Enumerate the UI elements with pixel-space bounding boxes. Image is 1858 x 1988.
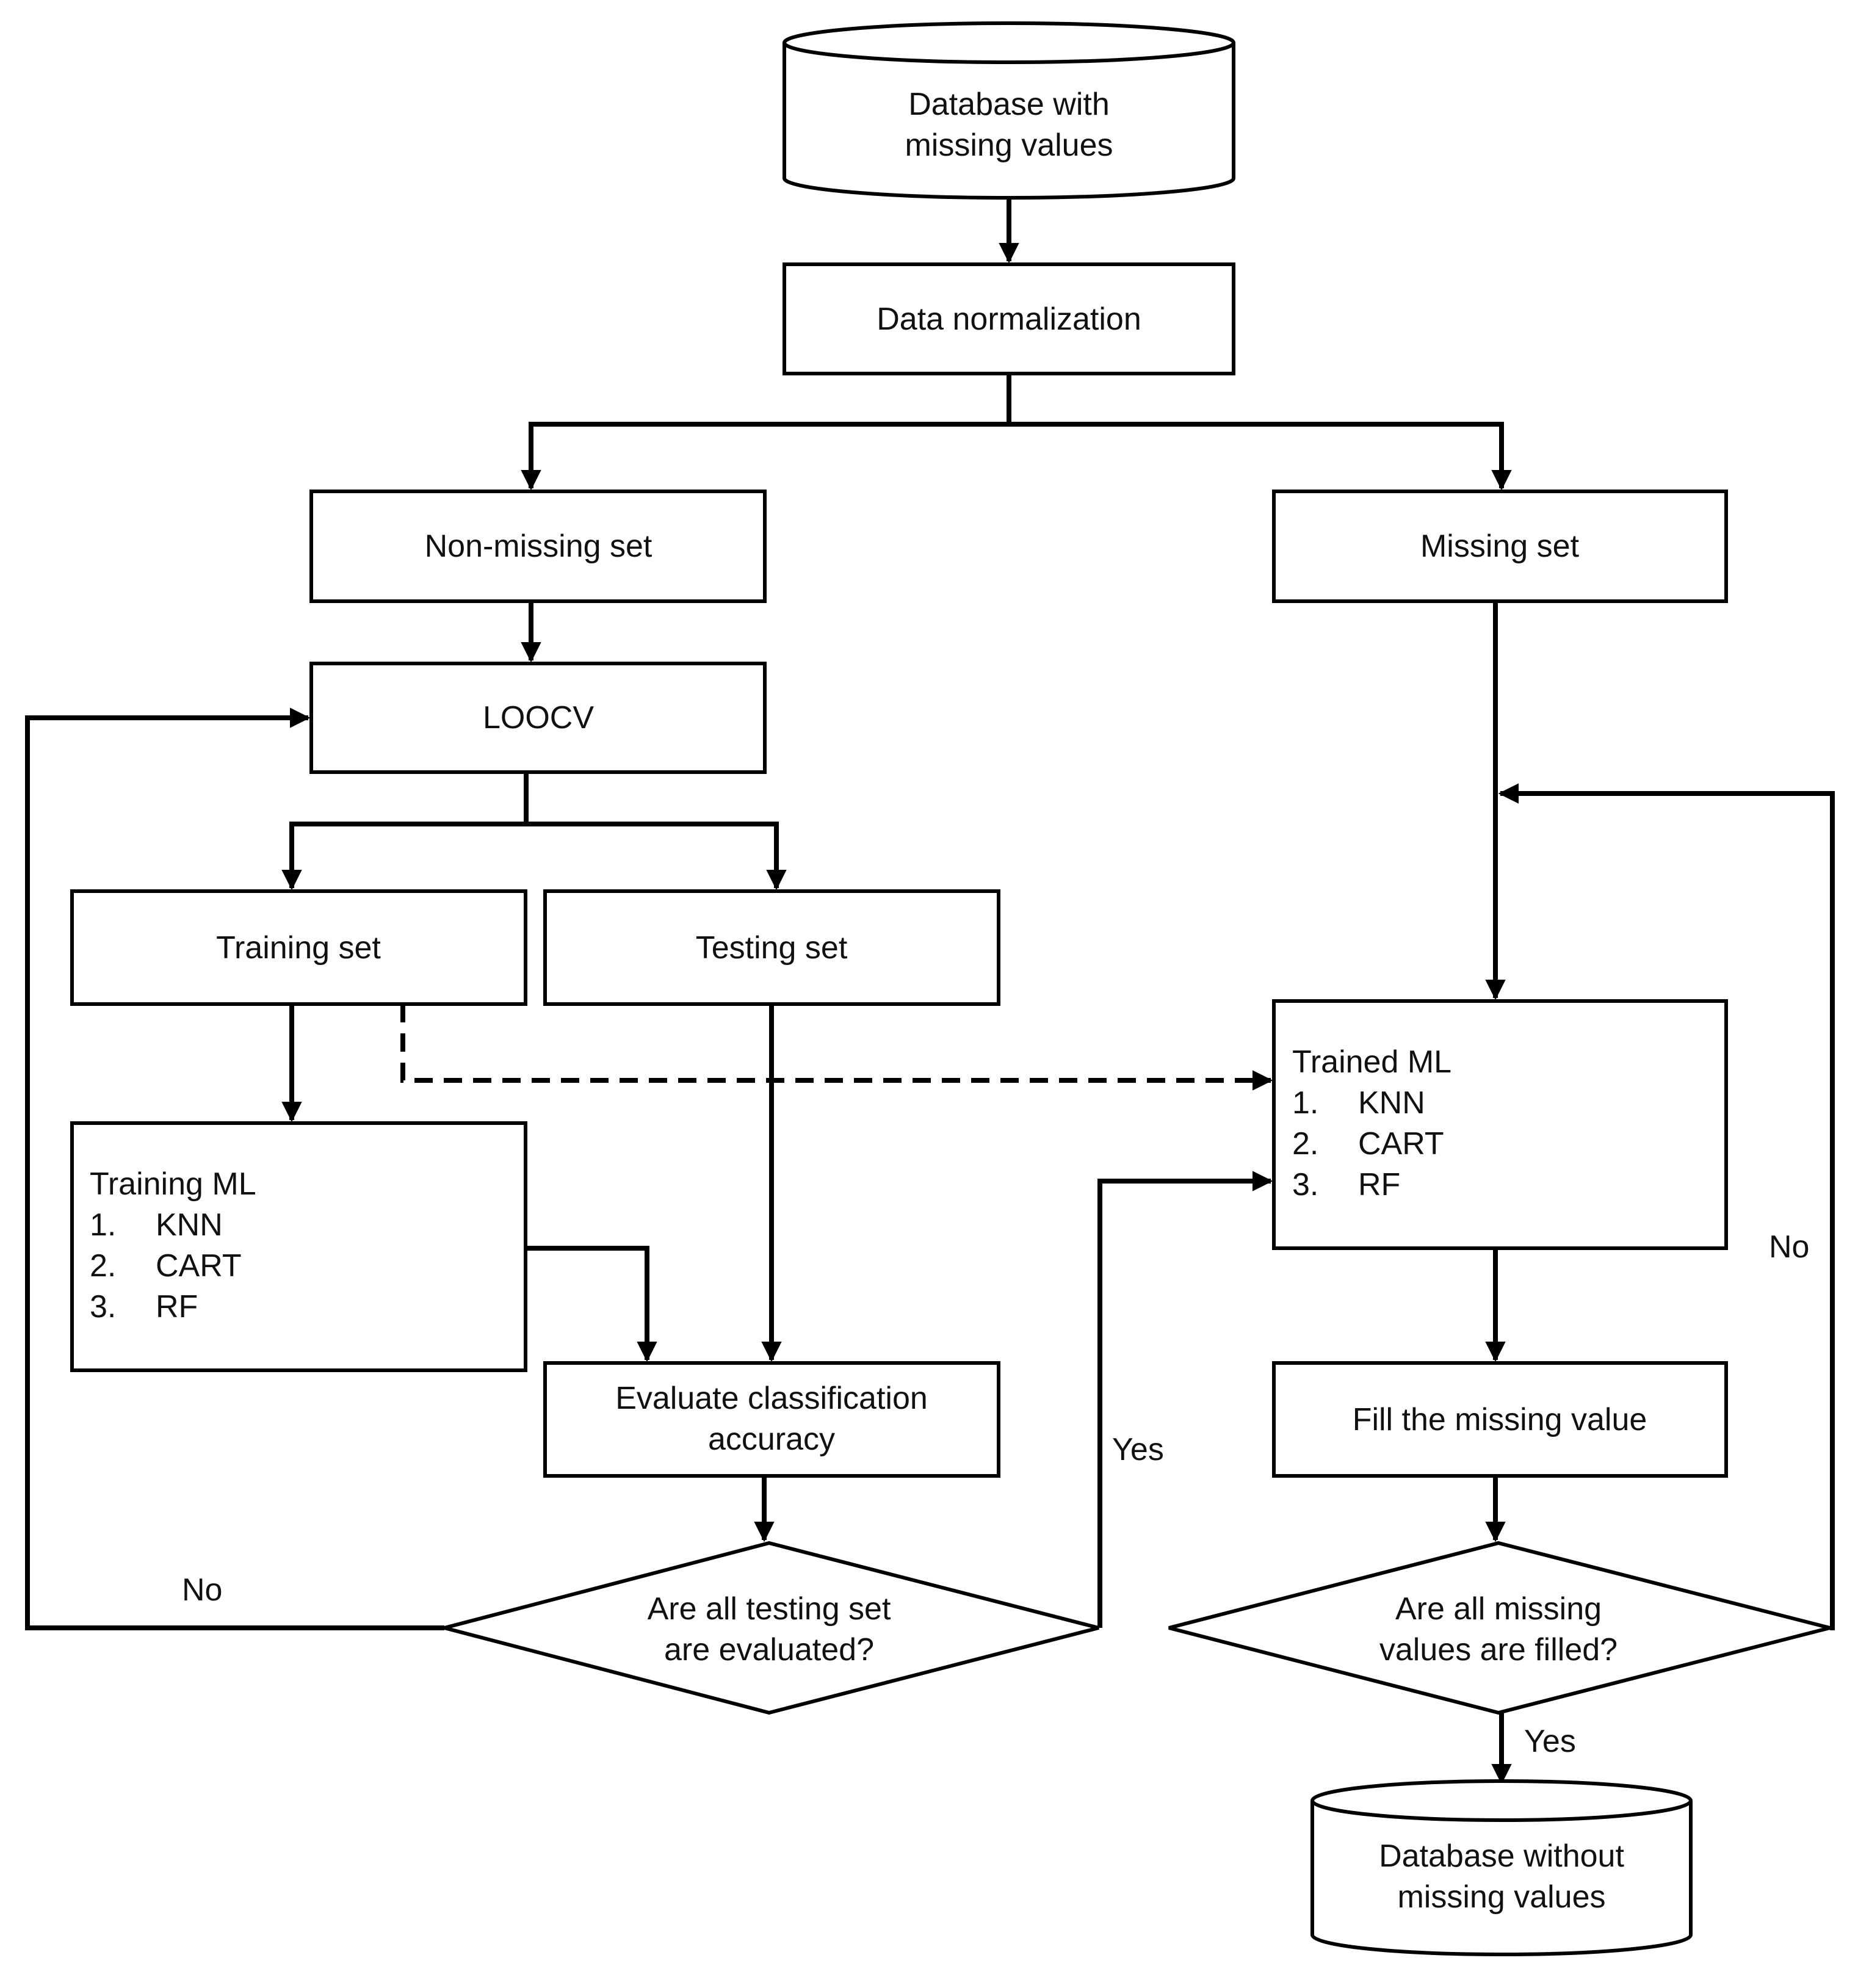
node-testing-set: Testing set — [543, 889, 1000, 1006]
edge-loocv-to-training-set — [281, 772, 529, 891]
node-decision-test: Are all testing set are evaluated? — [437, 1541, 1099, 1715]
node-fill: Fill the missing value — [1272, 1361, 1728, 1478]
edge-training-set-to-trained-ml-dashed — [400, 1004, 1273, 1091]
node-normalize: Data normalization — [783, 262, 1235, 375]
node-db-in: Database with missing values — [783, 21, 1235, 200]
decision-test-line-2: are evaluated? — [664, 1632, 874, 1668]
trained-ml-item-2-num: 2. — [1292, 1126, 1318, 1162]
training-ml-item-3-text: RF — [156, 1289, 198, 1325]
edge-label-fill-yes: Yes — [1524, 1724, 1576, 1759]
evaluate-line-1: Evaluate classification — [615, 1381, 928, 1416]
decision-fill-line-1: Are all missing — [1395, 1591, 1602, 1627]
db-out-line-1: Database without — [1379, 1838, 1624, 1874]
edge-label-test-no: No — [182, 1572, 222, 1608]
decision-test-line-1: Are all testing set — [648, 1591, 891, 1627]
evaluate-line-2: accuracy — [708, 1422, 835, 1457]
trained-ml-item-1-text: KNN — [1358, 1085, 1425, 1121]
node-training-ml: Training ML 1. KNN 2. CART 3. RF — [70, 1121, 527, 1372]
training-ml-item-2-num: 2. — [90, 1248, 116, 1284]
node-trained-ml: Trained ML 1. KNN 2. CART 3. RF — [1272, 999, 1728, 1250]
node-evaluate: Evaluate classification accuracy — [543, 1361, 1000, 1478]
missing-label: Missing set — [1420, 529, 1580, 564]
db-in-line-2: missing values — [905, 128, 1113, 163]
edge-normalize-to-missing — [1009, 422, 1512, 491]
edge-label-test-yes: Yes — [1112, 1432, 1164, 1467]
edge-normalize-to-non-missing — [521, 374, 1011, 491]
training-set-label: Training set — [216, 930, 381, 966]
db-in-line-1: Database with — [908, 87, 1110, 122]
db-out-line-2: missing values — [1397, 1879, 1605, 1915]
testing-set-label: Testing set — [696, 930, 848, 966]
trained-ml-title: Trained ML — [1292, 1044, 1451, 1080]
training-ml-item-2-text: CART — [156, 1248, 242, 1284]
training-ml-item-3-num: 3. — [90, 1289, 116, 1325]
edge-labels: No Yes No Yes — [182, 1229, 1809, 1759]
edge-decision-test-yes-to-trained-ml — [1097, 1171, 1273, 1628]
non-missing-label: Non-missing set — [425, 529, 652, 564]
trained-ml-item-3-text: RF — [1358, 1167, 1400, 1202]
trained-ml-item-3-num: 3. — [1292, 1167, 1318, 1202]
training-ml-title: Training ML — [90, 1166, 256, 1202]
edge-decision-test-no-to-loocv — [25, 707, 444, 1630]
node-db-out: Database without missing values — [1310, 1779, 1693, 1956]
edge-decision-fill-no-loop — [1498, 783, 1835, 1630]
edge-loocv-to-testing-set — [526, 822, 787, 891]
edge-label-fill-no: No — [1769, 1229, 1809, 1265]
node-loocv: LOOCV — [309, 662, 767, 774]
fill-label: Fill the missing value — [1353, 1402, 1647, 1437]
normalize-label: Data normalization — [877, 302, 1141, 337]
node-missing: Missing set — [1272, 490, 1728, 603]
node-training-set: Training set — [70, 889, 527, 1006]
trained-ml-item-1-num: 1. — [1292, 1085, 1318, 1121]
loocv-label: LOOCV — [483, 700, 594, 736]
edges — [25, 197, 1835, 1785]
node-non-missing: Non-missing set — [309, 490, 767, 603]
training-ml-item-1-text: KNN — [156, 1207, 223, 1243]
training-ml-item-1-num: 1. — [90, 1207, 116, 1243]
node-decision-fill: Are all missing values are filled? — [1168, 1541, 1831, 1715]
edge-training-ml-to-evaluate — [527, 1246, 657, 1362]
trained-ml-item-2-text: CART — [1358, 1126, 1444, 1162]
decision-fill-line-2: values are filled? — [1379, 1632, 1618, 1668]
